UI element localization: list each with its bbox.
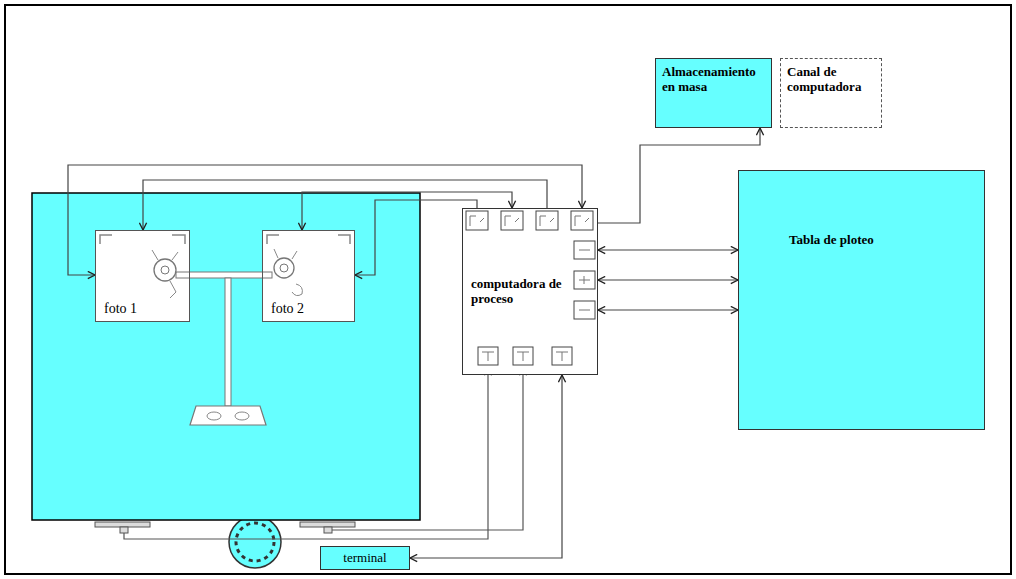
storage-box: Almacenamiento en masa: [655, 58, 772, 128]
motor-teeth: [236, 523, 274, 561]
terminal-box: terminal: [320, 546, 410, 570]
connector: [598, 249, 738, 250]
port: [513, 347, 533, 365]
corner-marks: [100, 235, 350, 244]
port-glyph: [517, 352, 529, 361]
computer-ground: [462, 208, 598, 375]
photo-box: foto 1: [95, 230, 190, 322]
connector: [598, 309, 738, 310]
node-label: Almacenamiento en masa: [662, 65, 766, 95]
port-glyph: [575, 216, 589, 226]
node-label: Tabla de ploteo: [789, 233, 874, 248]
rig-bar: [176, 272, 272, 278]
port-glyph: [540, 216, 554, 226]
ports: [466, 211, 595, 365]
port: [571, 211, 593, 230]
camera-rig: [152, 249, 302, 425]
camera-1: [154, 259, 176, 281]
port-glyph: [505, 216, 519, 226]
node-label: terminal: [343, 551, 386, 566]
rig-foot: [235, 412, 249, 420]
node-label: foto 1: [104, 301, 137, 317]
motor-body: [229, 516, 281, 568]
foot: [324, 527, 332, 533]
corner-mark: [338, 235, 350, 244]
port: [574, 301, 595, 319]
port-glyph: [579, 310, 590, 311]
port: [478, 347, 498, 365]
camera-lens: [161, 266, 169, 274]
port-glyph: [556, 352, 568, 361]
rig-stem: [225, 278, 231, 406]
corner-mark: [267, 235, 279, 244]
port-glyph: [579, 250, 590, 251]
port: [536, 211, 558, 230]
port-glyph: [470, 216, 484, 226]
camera-lens: [280, 264, 288, 272]
process-panel: [32, 193, 420, 520]
node-label: computadora de proceso: [471, 277, 563, 307]
foot: [120, 527, 128, 533]
port-glyph: [579, 276, 590, 284]
port-glyph: [482, 352, 494, 361]
connector: [302, 192, 512, 230]
port-glyphs: [470, 216, 590, 361]
port: [466, 211, 488, 230]
port: [574, 241, 595, 259]
sensor-wire: [332, 368, 523, 530]
connector: [598, 279, 738, 280]
rig-base: [190, 406, 266, 425]
photo-ground: [262, 230, 355, 322]
plotter-box: Tabla de ploteo: [738, 170, 985, 430]
port: [501, 211, 523, 230]
connector: [68, 165, 582, 275]
connector: [410, 375, 562, 558]
photo-box: foto 2: [262, 230, 355, 322]
node-label: foto 2: [271, 301, 304, 317]
camera-detail: [274, 249, 302, 296]
foot: [95, 522, 150, 527]
port: [552, 347, 572, 365]
frame: [5, 5, 1011, 574]
sensor-wires: [124, 368, 523, 539]
feet: [95, 522, 355, 533]
port: [574, 271, 595, 289]
motor: [229, 516, 281, 568]
corner-mark: [100, 235, 112, 244]
channel-box: Canal de computadora: [780, 58, 882, 128]
foot: [300, 522, 355, 527]
corner-mark: [172, 235, 185, 244]
node-label: Canal de computadora: [787, 65, 875, 95]
rig-foot: [207, 412, 221, 420]
camera-detail: [152, 250, 178, 298]
sensor-wire: [124, 368, 488, 539]
connector: [143, 180, 547, 230]
connector: [598, 128, 760, 223]
computer-box: computadora de proceso: [462, 208, 598, 375]
connector: [355, 200, 477, 275]
camera-2: [274, 258, 294, 278]
